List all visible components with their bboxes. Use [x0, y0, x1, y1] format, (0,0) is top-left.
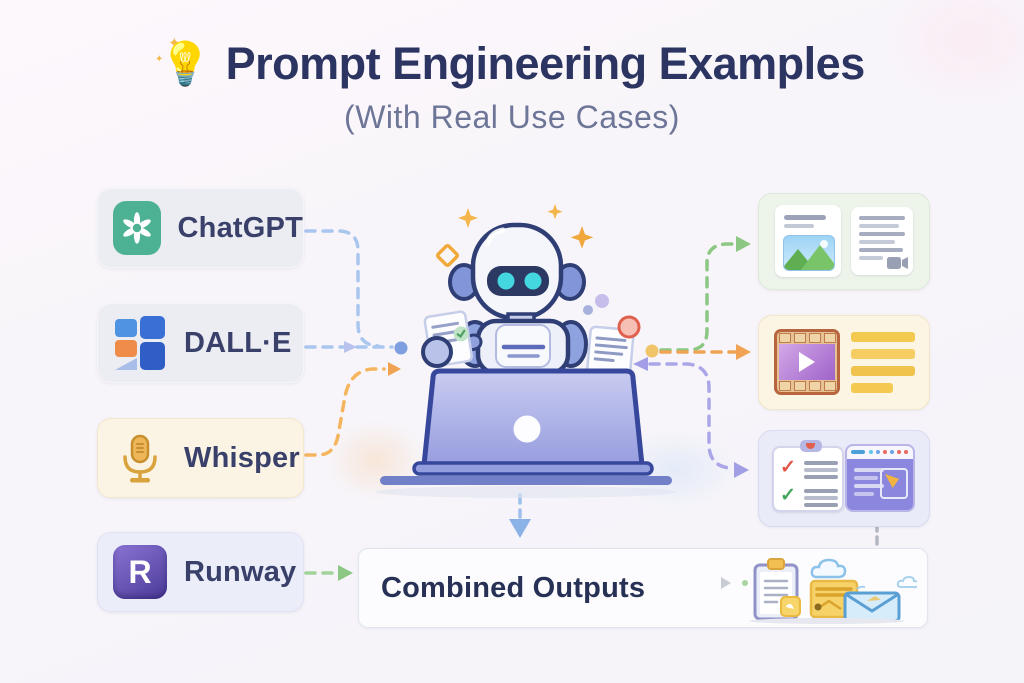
header: ✦ ✦ 💡 Prompt Engineering Examples (With …: [0, 35, 1024, 136]
laptop-base: [412, 461, 654, 476]
video-player-icon: [774, 329, 840, 395]
tool-card-whisper: Whisper: [97, 418, 304, 498]
tool-label: Runway: [184, 555, 297, 588]
combined-outputs-label: Combined Outputs: [381, 571, 646, 604]
robot-at-laptop-illustration: [376, 204, 676, 498]
runway-letter: R: [128, 553, 152, 590]
output-card-checklist: ✓ ✓: [758, 430, 930, 527]
text-line: [851, 349, 915, 359]
page-title: Prompt Engineering Examples: [225, 38, 866, 89]
video-camera-icon: [887, 257, 908, 269]
lightbulb-icon: 💡: [159, 40, 212, 87]
arrowhead: [736, 344, 751, 360]
laptop-logo-dot: [513, 415, 541, 443]
tool-card-runway: R Runway: [97, 532, 304, 612]
speech-bubble-icon: [810, 558, 847, 579]
combined-outputs-icons: [721, 558, 917, 624]
robot-eye: [524, 272, 542, 290]
arrowhead: [509, 519, 531, 538]
arrowhead: [734, 462, 749, 478]
cloud-icon: [856, 585, 866, 590]
cloud-icon: [896, 575, 917, 589]
output-card-video: [758, 315, 930, 410]
runway-logo-icon: R: [113, 545, 167, 599]
play-arrow-icon: [721, 577, 731, 589]
tool-card-chatgpt: ChatGPT: [97, 188, 304, 268]
microphone-icon: [113, 431, 167, 485]
envelope-icon: [843, 591, 901, 623]
clipboard-icon: [753, 558, 801, 621]
output-card-image-text: [758, 193, 930, 290]
chatgpt-logo-icon: [113, 201, 161, 255]
desk: [380, 476, 672, 485]
browser-window-icon: [845, 444, 915, 512]
page-subtitle: (With Real Use Cases): [344, 99, 680, 135]
tool-card-dalle: DALL·E: [97, 303, 304, 383]
text-line: [851, 332, 915, 342]
shadow: [749, 618, 905, 624]
deco-dot: [583, 305, 593, 315]
combined-outputs-bar: Combined Outputs: [358, 548, 928, 628]
video-article-icon: [851, 207, 913, 275]
tool-label: Whisper: [184, 441, 300, 474]
sparkle-icon: ✦: [155, 54, 164, 65]
document-icon: [586, 325, 635, 377]
sparkle-icon: ✦: [168, 35, 181, 52]
robot-hand: [421, 336, 453, 368]
checklist-icon: ✓ ✓: [772, 440, 844, 512]
robot-eye: [497, 272, 515, 290]
tool-label: DALL·E: [184, 326, 292, 359]
notification-dot: [617, 315, 641, 339]
text-line: [851, 366, 915, 376]
dalle-logo-icon: [113, 316, 167, 370]
text-line: [851, 383, 893, 393]
deco-dot: [742, 580, 748, 586]
arrowhead: [338, 565, 353, 581]
shadow: [376, 486, 676, 498]
arrowhead: [736, 236, 751, 252]
deco-dot: [595, 294, 609, 308]
image-document-icon: [775, 205, 841, 277]
tool-label: ChatGPT: [177, 211, 303, 244]
